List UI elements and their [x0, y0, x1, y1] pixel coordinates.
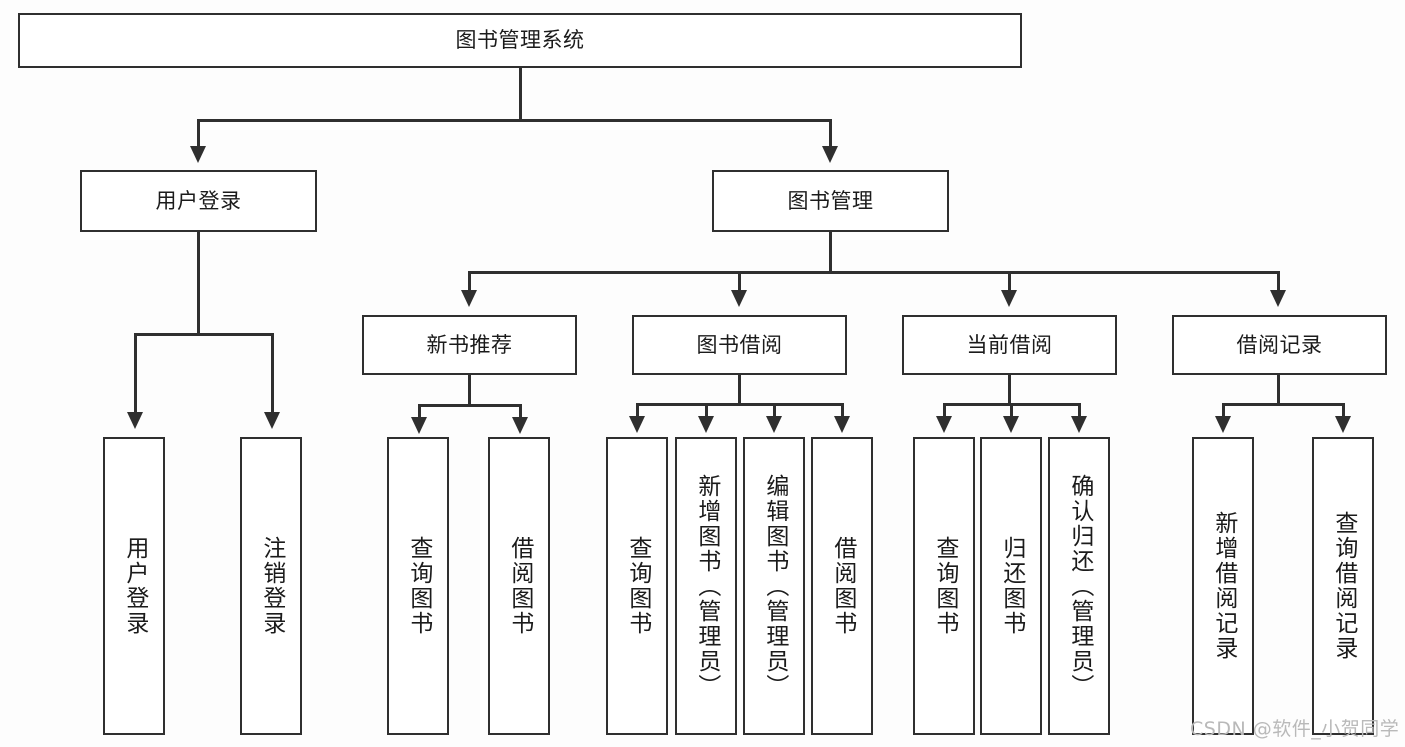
leaf-user-login-login[interactable]: 用户登录 [103, 437, 165, 735]
arrow-book-borrow-leaf-4 [834, 416, 850, 433]
leaf-label: 用户登录 [121, 536, 148, 636]
arrow-to-borrow-record [1270, 290, 1286, 307]
connector-borrow-record-drop-2 [1342, 403, 1345, 419]
arrow-new-book-leaf-1 [411, 417, 427, 434]
leaf-book-borrow-query-book[interactable]: 查询图书 [606, 437, 668, 735]
leaf-label: 新增图书（管理员） [693, 473, 720, 699]
leaf-label: 确认归还（管理员） [1066, 473, 1093, 699]
connector-new-book-stem [468, 375, 471, 405]
connector-book-borrow-drop-4 [841, 403, 844, 419]
connector-user-login-bus [134, 333, 273, 336]
arrow-borrow-record-leaf-2 [1335, 416, 1351, 433]
leaf-current-borrow-query-book[interactable]: 查询图书 [913, 437, 975, 735]
leaf-new-book-query-book[interactable]: 查询图书 [387, 437, 449, 735]
connector-user-login-drop-1 [134, 333, 137, 415]
connector-root-stem [519, 68, 522, 120]
node-root-book-management-system[interactable]: 图书管理系统 [18, 13, 1022, 68]
node-book-borrow[interactable]: 图书借阅 [632, 315, 847, 375]
arrow-to-current-borrow [1001, 290, 1017, 307]
connector-borrow-record-bus [1222, 403, 1344, 406]
connector-book-borrow-stem [738, 375, 741, 404]
node-label: 图书管理系统 [455, 28, 585, 53]
connector-to-new-book [468, 271, 471, 293]
arrow-book-borrow-leaf-2 [698, 416, 714, 433]
connector-user-login-drop-2 [271, 333, 274, 415]
leaf-book-borrow-add-book[interactable]: 新增图书（管理员） [675, 437, 737, 735]
connector-new-book-drop-2 [519, 404, 522, 420]
connector-book-borrow-bus [636, 403, 844, 406]
connector-user-login-stem [197, 232, 200, 334]
arrow-to-new-book [461, 290, 477, 307]
arrow-user-login-leaf-1 [127, 412, 143, 429]
node-user-login[interactable]: 用户登录 [80, 170, 317, 232]
connector-to-borrow-record [1277, 271, 1280, 293]
connector-book-borrow-drop-1 [636, 403, 639, 419]
arrow-borrow-record-leaf-1 [1215, 416, 1231, 433]
node-book-management[interactable]: 图书管理 [712, 170, 949, 232]
leaf-current-borrow-return-book[interactable]: 归还图书 [980, 437, 1042, 735]
node-label: 借阅记录 [1236, 332, 1323, 357]
node-label: 新书推荐 [426, 332, 513, 357]
connector-current-borrow-stem [1008, 375, 1011, 404]
arrow-current-borrow-leaf-2 [1003, 416, 1019, 433]
connector-book-management-stem [829, 232, 832, 272]
connector-current-borrow-drop-3 [1078, 403, 1081, 419]
arrow-to-book-management [822, 146, 838, 163]
leaf-label: 借阅图书 [506, 536, 533, 636]
arrow-current-borrow-leaf-1 [936, 416, 952, 433]
leaf-borrow-record-add-record[interactable]: 新增借阅记录 [1192, 437, 1254, 735]
node-current-borrow[interactable]: 当前借阅 [902, 315, 1117, 375]
leaf-label: 注销登录 [258, 536, 285, 636]
arrow-book-borrow-leaf-1 [629, 416, 645, 433]
connector-to-book-management [829, 119, 832, 149]
leaf-label: 查询图书 [405, 536, 432, 636]
leaf-label: 编辑图书（管理员） [761, 473, 788, 699]
connector-borrow-record-stem [1277, 375, 1280, 404]
leaf-book-borrow-edit-book[interactable]: 编辑图书（管理员） [743, 437, 805, 735]
arrow-user-login-leaf-2 [264, 412, 280, 429]
node-label: 图书借阅 [696, 332, 783, 357]
connector-borrow-record-drop-1 [1222, 403, 1225, 419]
connector-level2-bus [197, 119, 831, 122]
leaf-label: 借阅图书 [829, 536, 856, 636]
connector-book-borrow-drop-3 [773, 403, 776, 419]
node-label: 图书管理 [787, 188, 874, 213]
node-new-book-recommend[interactable]: 新书推荐 [362, 315, 577, 375]
leaf-label: 归还图书 [998, 536, 1025, 636]
node-label: 用户登录 [155, 188, 242, 213]
connector-new-book-drop-1 [418, 404, 421, 420]
connector-current-borrow-drop-1 [943, 403, 946, 419]
leaf-user-login-logout[interactable]: 注销登录 [240, 437, 302, 735]
leaf-book-borrow-borrow-book[interactable]: 借阅图书 [811, 437, 873, 735]
connector-book-borrow-drop-2 [705, 403, 708, 419]
arrow-to-book-borrow [731, 290, 747, 307]
connector-level3-bus [468, 271, 1279, 274]
connector-current-borrow-drop-2 [1010, 403, 1013, 419]
connector-to-current-borrow [1008, 271, 1011, 293]
leaf-label: 查询图书 [624, 536, 651, 636]
arrow-to-user-login [190, 146, 206, 163]
leaf-label: 新增借阅记录 [1210, 511, 1237, 661]
connector-to-book-borrow [738, 271, 741, 293]
node-label: 当前借阅 [966, 332, 1053, 357]
connector-new-book-bus [418, 404, 521, 407]
arrow-book-borrow-leaf-3 [766, 416, 782, 433]
arrow-current-borrow-leaf-3 [1071, 416, 1087, 433]
arrow-new-book-leaf-2 [512, 417, 528, 434]
node-borrow-record[interactable]: 借阅记录 [1172, 315, 1387, 375]
leaf-current-borrow-confirm-return[interactable]: 确认归还（管理员） [1048, 437, 1110, 735]
connector-to-user-login [197, 119, 200, 149]
leaf-label: 查询借阅记录 [1330, 511, 1357, 661]
leaf-borrow-record-query-record[interactable]: 查询借阅记录 [1312, 437, 1374, 735]
leaf-label: 查询图书 [931, 536, 958, 636]
leaf-new-book-borrow-book[interactable]: 借阅图书 [488, 437, 550, 735]
